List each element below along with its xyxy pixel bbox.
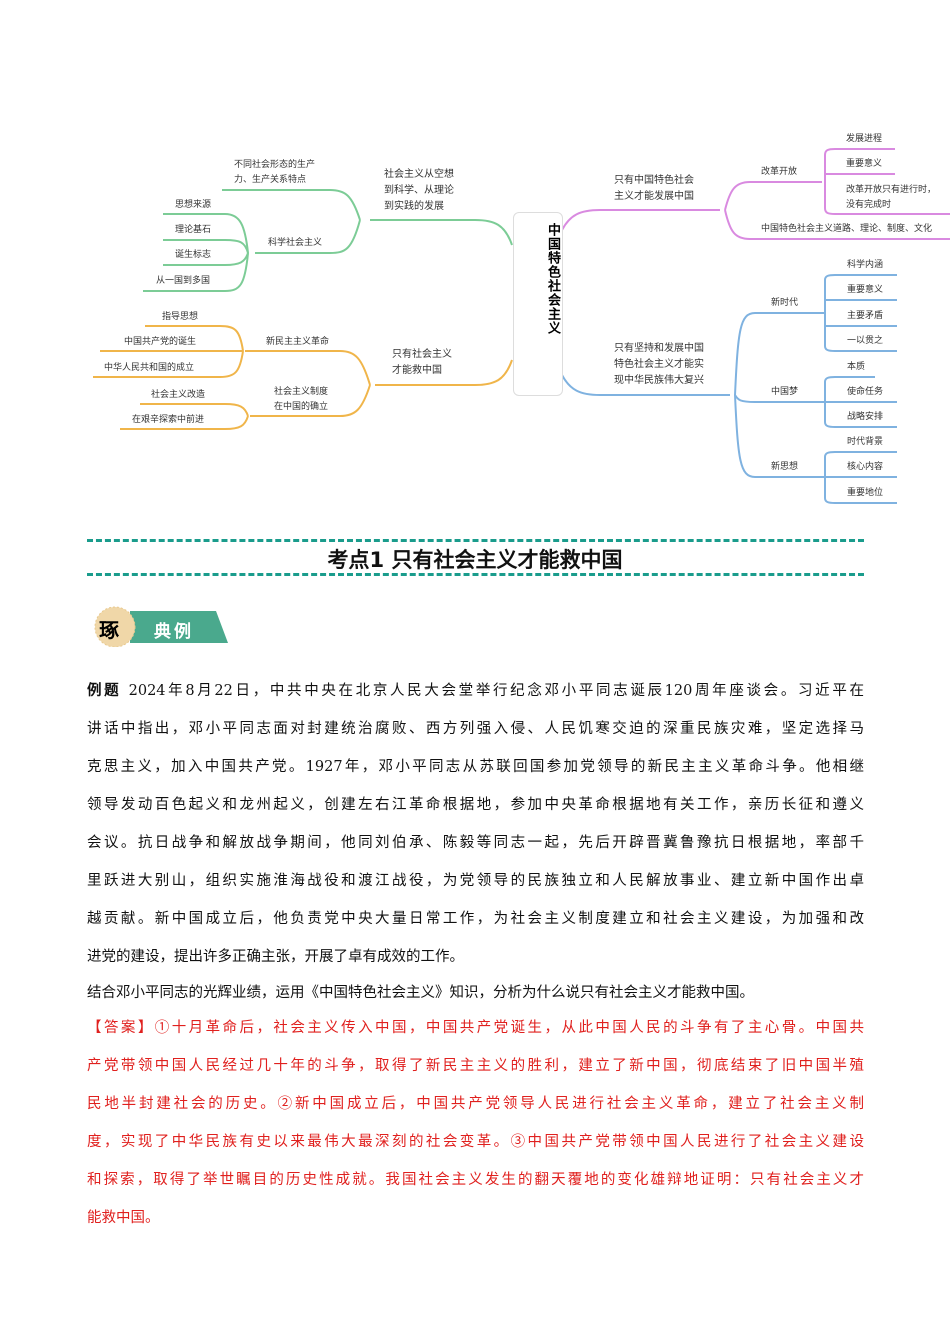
example-line-text: 里跃进大别山，组织实施淮海战役和渡江战役，为党领导的民族独立和人民解放事业、建立…	[87, 873, 864, 889]
example-line: 里跃进大别山，组织实施淮海战役和渡江战役，为党领导的民族独立和人民解放事业、建立…	[87, 871, 864, 891]
branch-orange-lines	[93, 325, 513, 430]
mind-map-center-node: 中国特色社会主义	[513, 212, 563, 396]
example-line: 进党的建设，提出许多正确主张，开展了卓有成效的工作。	[87, 947, 864, 967]
leaf: 中华人民共和国的成立	[104, 363, 195, 373]
node-national-rejuvenation: 只有坚持和发展中国特色社会主义才能实现中华民族伟大复兴	[614, 343, 704, 386]
answer-line: 度，实现了中华民族有史以来最伟大最深刻的社会变革。③中国共产党带领中国人民进行了…	[87, 1134, 864, 1150]
leaf: 重要意义	[847, 285, 884, 295]
leaf: 战略安排	[847, 412, 884, 422]
leaf: 一以贯之	[847, 336, 884, 346]
leaf: 科学内涵	[847, 260, 884, 270]
leaf: 核心内容	[847, 462, 884, 472]
example-line: 克思主义，加入中国共产党。1927年，邓小平同志从苏联回国参加党领导的新民主主义…	[87, 757, 864, 777]
section-title: 考点1 只有社会主义才能救中国	[327, 548, 623, 572]
leaf: 重要地位	[847, 488, 884, 498]
example-line-text: 进党的建设，提出许多正确主张，开展了卓有成效的工作。	[87, 949, 464, 965]
example-label: 例题	[87, 683, 122, 699]
section-divider-bottom	[87, 573, 864, 576]
node-only-socialism-saves-china: 只有社会主义才能救中国	[392, 349, 452, 376]
answer-line: 【答案】①十月革命后，社会主义传入中国，中国共产党诞生，从此中国人民的斗争有了主…	[87, 1020, 864, 1036]
node-socialist-system-established: 社会主义制度在中国的确立	[274, 387, 329, 412]
center-node-label: 中国特色社会主义	[545, 223, 560, 335]
leaf: 本质	[847, 362, 866, 372]
leaf: 重要意义	[846, 159, 883, 169]
leaf: 发展进程	[846, 134, 883, 144]
example-line: 越贡献。新中国成立后，他负责党中央大量日常工作，为社会主义制度建立和社会主义建设…	[87, 909, 864, 929]
branch-blue-lines	[561, 274, 897, 504]
badge-label: 典例	[154, 622, 194, 642]
leaf: 指导思想	[162, 312, 199, 322]
answer-line: 和探索，取得了举世瞩目的历史性成就。我国社会主义发生的翻天覆地的变化雄辩地证明：…	[87, 1172, 864, 1188]
question: 结合邓小平同志的光辉业绩，运用《中国特色社会主义》知识，分析为什么说只有社会主义…	[87, 985, 754, 1001]
example-line-text: 会议。抗日战争和解放战争期间，他同刘伯承、陈毅等同志一起，先后开辟晋冀鲁豫抗日根…	[87, 835, 864, 851]
example-line-text: 2024年8月22日，中共中央在北京人民大会堂举行纪念邓小平同志诞辰120周年座…	[121, 683, 865, 699]
leaf: 在艰辛探索中前进	[132, 415, 205, 425]
example-line-text: 越贡献。新中国成立后，他负责党中央大量日常工作，为社会主义制度建立和社会主义建设…	[87, 911, 864, 927]
answer-line: 能救中国。	[87, 1210, 160, 1226]
badge-graphic	[94, 606, 228, 648]
branch-green-lines	[143, 189, 513, 292]
node-path-theory-system-culture: 中国特色社会主义道路、理论、制度、文化	[761, 224, 933, 234]
leaf: 诞生标志	[175, 250, 212, 260]
leaf: 主要矛盾	[847, 311, 884, 321]
answer-line: 民地半封建社会的历史。②新中国成立后，中国共产党领导人民进行社会主义革命，建立了…	[87, 1096, 864, 1112]
example-line: 讲话中指出，邓小平同志面对封建统治腐败、西方列强入侵、人民饥寒交迫的深重民族灾难…	[87, 719, 864, 739]
leaf: 从一国到多国	[156, 276, 211, 286]
section-divider-top	[87, 539, 864, 542]
example-line: 例题 2024年8月22日，中共中央在北京人民大会堂举行纪念邓小平同志诞辰120…	[87, 681, 864, 701]
node-new-democratic-revolution: 新民主主义革命	[266, 337, 330, 347]
answer-line: 产党带领中国人民经过几十年的斗争，取得了新民主主义的胜利，建立了新中国，彻底结束…	[87, 1058, 864, 1074]
example-line-text: 讲话中指出，邓小平同志面对封建统治腐败、西方列强入侵、人民饥寒交迫的深重民族灾难…	[87, 721, 864, 737]
leaf: 时代背景	[847, 437, 884, 447]
example-line-text: 领导发动百色起义和龙州起义，创建左右江革命根据地，参加中央革命根据地有关工作，亲…	[87, 797, 864, 813]
example-badge: 琢 典例	[90, 605, 230, 648]
node-utopian-to-scientific: 社会主义从空想到科学、从理论到实践的发展	[384, 169, 454, 212]
leaf: 思想来源	[175, 200, 212, 210]
node-chinese-dream: 中国梦	[771, 387, 799, 397]
leaf: 社会主义改造	[151, 390, 206, 400]
leaf: 改革开放只有进行时，没有完成时	[846, 185, 937, 210]
example-line-text: 克思主义，加入中国共产党。1927年，邓小平同志从苏联回国参加党领导的新民主主义…	[87, 759, 864, 775]
leaf: 使命任务	[847, 387, 884, 397]
example-line: 会议。抗日战争和解放战争期间，他同刘伯承、陈毅等同志一起，先后开辟晋冀鲁豫抗日根…	[87, 833, 864, 853]
node-scientific-socialism: 科学社会主义	[268, 238, 323, 248]
mind-map-connectors	[93, 148, 950, 504]
node-develop-china: 只有中国特色社会主义才能发展中国	[614, 175, 694, 202]
node-new-thought: 新思想	[771, 462, 799, 472]
node-new-era: 新时代	[771, 298, 799, 308]
leaf: 中国共产党的诞生	[124, 337, 197, 347]
node-reform-opening: 改革开放	[761, 167, 798, 177]
branch-pink-lines	[561, 148, 950, 240]
example-line: 领导发动百色起义和龙州起义，创建左右江革命根据地，参加中央革命根据地有关工作，亲…	[87, 795, 864, 815]
badge-left-glyph: 琢	[99, 618, 119, 642]
leaf: 理论基石	[175, 225, 212, 235]
node-social-forms: 不同社会形态的生产力、生产关系特点	[234, 160, 316, 185]
